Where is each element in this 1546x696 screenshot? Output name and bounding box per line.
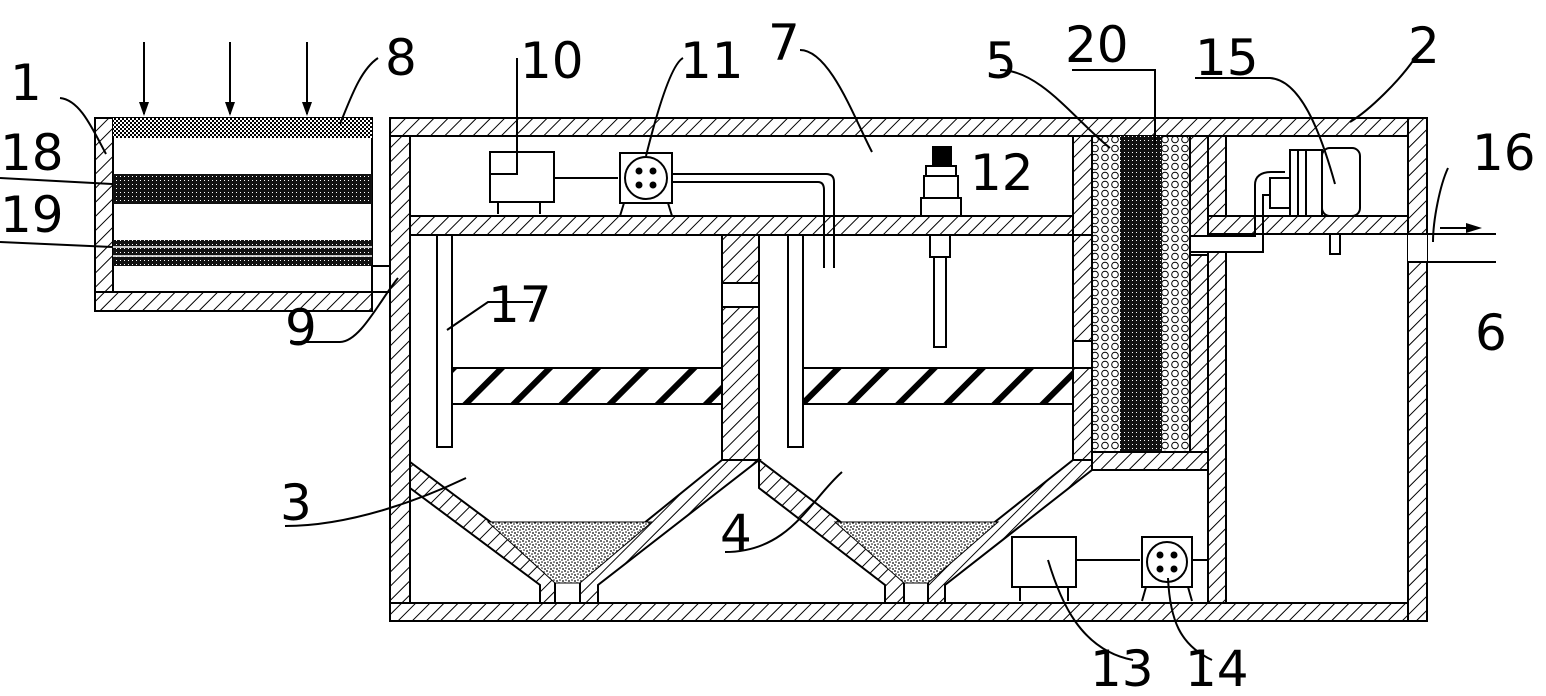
sludge-4 <box>833 521 1000 584</box>
lower-equipment <box>1011 536 1208 602</box>
label-2: 2 <box>1408 17 1440 75</box>
tank-13 <box>1011 536 1077 588</box>
number-labels: 1 18 19 8 9 10 11 7 12 5 20 15 2 16 6 17… <box>0 14 1536 696</box>
label-20: 20 <box>1065 16 1129 74</box>
label-6: 6 <box>1475 304 1507 362</box>
leader-lines <box>0 49 1449 661</box>
label-19: 19 <box>0 186 64 244</box>
label-10: 10 <box>520 32 584 90</box>
label-11: 11 <box>680 32 744 90</box>
label-17: 17 <box>488 276 552 334</box>
label-18: 18 <box>0 124 64 182</box>
label-13: 13 <box>1090 640 1154 696</box>
pump-11 <box>619 152 673 217</box>
filter-layer-19 <box>113 240 372 266</box>
outlet-pipe-16 <box>1408 223 1496 263</box>
baffle-4 <box>787 234 804 448</box>
label-9: 9 <box>285 299 317 357</box>
filter-layer-18 <box>113 174 372 204</box>
label-7: 7 <box>768 14 800 72</box>
label-14: 14 <box>1185 640 1249 696</box>
filter-box <box>94 42 391 312</box>
filter-column <box>1091 135 1496 604</box>
filter-core-20 <box>1120 136 1162 452</box>
label-1: 1 <box>10 54 42 112</box>
label-15: 15 <box>1195 29 1259 87</box>
main-tank <box>389 117 1428 622</box>
label-16: 16 <box>1472 124 1536 182</box>
screen-layer-8 <box>113 118 372 138</box>
pump-14 <box>1141 536 1208 602</box>
pump-15 <box>1254 147 1361 255</box>
label-5: 5 <box>985 32 1017 90</box>
label-4: 4 <box>720 504 752 562</box>
label-12: 12 <box>970 144 1034 202</box>
mixer-12 <box>920 146 962 348</box>
inflow-arrows <box>139 42 312 116</box>
plate-band-3 <box>451 367 723 405</box>
dosing-equipment <box>489 146 962 348</box>
pipe-9 <box>371 265 391 293</box>
label-3: 3 <box>280 474 312 532</box>
plate-band-4 <box>802 367 1074 405</box>
sludge-3 <box>486 521 654 584</box>
baffle-17 <box>436 234 453 448</box>
dosing-tank-10 <box>489 151 555 203</box>
label-8: 8 <box>385 29 417 87</box>
